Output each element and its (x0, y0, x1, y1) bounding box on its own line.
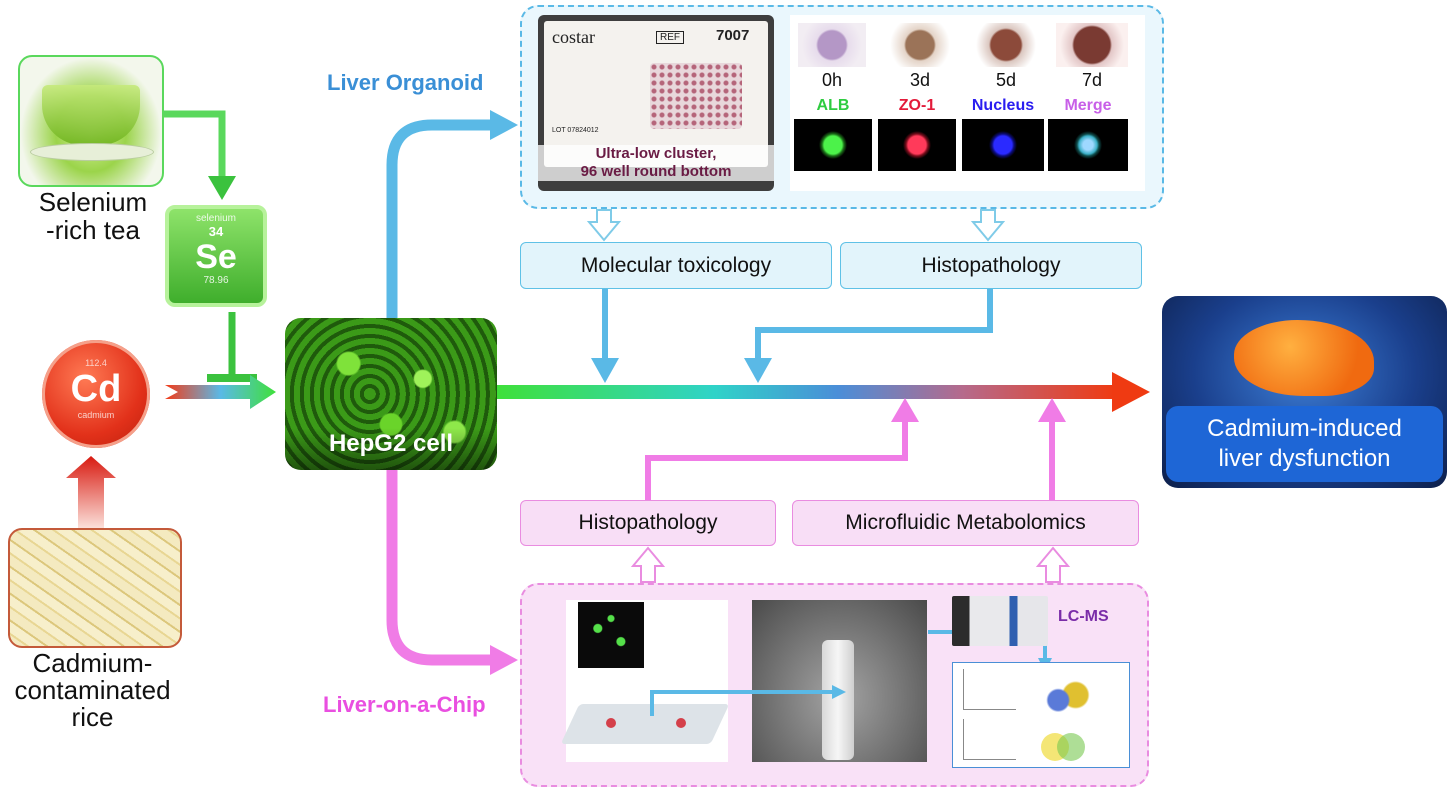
stain-nucleus-label: Nucleus (971, 97, 1035, 114)
lcms-instrument-image (952, 596, 1048, 646)
selenium-element-tile: selenium 34 Se 78.96 (165, 205, 267, 307)
stain-alb-label: ALB (816, 97, 850, 114)
cd-arrow (165, 375, 276, 409)
stain-zo1-label: ZO-1 (898, 97, 936, 114)
tea-arrow (162, 110, 226, 178)
outcome-caption: Cadmium-induced liver dysfunction (1166, 406, 1443, 482)
stain-merge-label: Merge (1064, 97, 1112, 114)
chip-histopathology-box: Histopathology (520, 500, 776, 546)
selenium-name: selenium (195, 213, 237, 224)
selenium-atomic-number: 34 (208, 224, 224, 239)
plate-caption: Ultra-low cluster, 96 well round bottom (538, 145, 774, 181)
timepoint-5d: 5d (995, 70, 1017, 90)
metabolomics-plots-image (952, 662, 1130, 768)
timepoint-0h: 0h (821, 70, 843, 90)
lcms-label: LC-MS (1058, 608, 1109, 625)
rice-image (8, 528, 182, 648)
rice-label: Cadmium- contaminated rice (0, 650, 185, 731)
timepoint-7d-image (1056, 23, 1128, 67)
plate-wells (650, 63, 742, 129)
cadmium-symbol: Cd (70, 368, 122, 410)
liver-dysfunction-panel: Cadmium-induced liver dysfunction (1162, 296, 1447, 488)
rice-arrow (66, 456, 116, 528)
stain-merge-image (1048, 119, 1128, 171)
chip-title: Liver-on-a-Chip (323, 692, 486, 717)
outcome-line2: liver dysfunction (1218, 445, 1391, 472)
molecular-toxicology-box: Molecular toxicology (520, 242, 832, 289)
timepoint-3d-image (886, 23, 954, 67)
tea-label: Selenium -rich tea (18, 188, 168, 244)
plate-code: 7007 (716, 27, 750, 44)
organoid-histopathology-box: Histopathology (840, 242, 1142, 289)
timepoint-7d: 7d (1081, 70, 1103, 90)
rice-label-line3: rice (71, 702, 114, 732)
selenium-mass: 78.96 (203, 275, 229, 286)
costar-plate-image: costar REF 7007 LOT 07824012 Ultra-low c… (538, 15, 774, 191)
timepoint-3d: 3d (909, 70, 931, 90)
plate-brand: costar (552, 27, 595, 47)
cadmium-coin: 112.4 Cd cadmium (42, 340, 150, 448)
plate-lot: LOT 07824012 (552, 127, 599, 134)
tea-label-line1: Selenium (38, 187, 148, 217)
main-arrow (497, 385, 1117, 399)
hepg2-label: HepG2 cell (328, 430, 454, 457)
selenium-symbol: Se (195, 238, 237, 276)
cadmium-mass: 112.4 (85, 358, 107, 368)
cadmium-name: cadmium (77, 410, 115, 420)
organoid-image-panel: 0h 3d 5d 7d ALB ZO-1 Nucleus Merge (790, 15, 1145, 191)
rice-label-line1: Cadmium- (32, 648, 153, 678)
chip-tubing-photo (752, 600, 927, 762)
timepoint-0h-image (798, 23, 866, 67)
chip-schematic-image (560, 600, 730, 762)
outcome-line1: Cadmium-induced (1207, 415, 1402, 442)
tea-label-line2: -rich tea (46, 215, 140, 245)
plate-ref: REF (656, 31, 684, 44)
timepoint-5d-image (972, 23, 1040, 67)
plate-caption-line2: 96 well round bottom (580, 163, 732, 180)
selenium-tea-image (18, 55, 164, 187)
stain-alb-image (794, 119, 872, 171)
liver-icon (1234, 320, 1374, 396)
organoid-title: Liver Organoid (327, 70, 484, 95)
plate-caption-line1: Ultra-low cluster, (595, 145, 717, 162)
stain-nucleus-image (962, 119, 1044, 171)
hepg2-cell-image: HepG2 cell (285, 318, 497, 470)
stain-zo1-image (878, 119, 956, 171)
rice-label-line2: contaminated (14, 675, 171, 705)
microfluidic-metabolomics-box: Microfluidic Metabolomics (792, 500, 1139, 546)
chip-fluorescence-image (578, 602, 644, 668)
